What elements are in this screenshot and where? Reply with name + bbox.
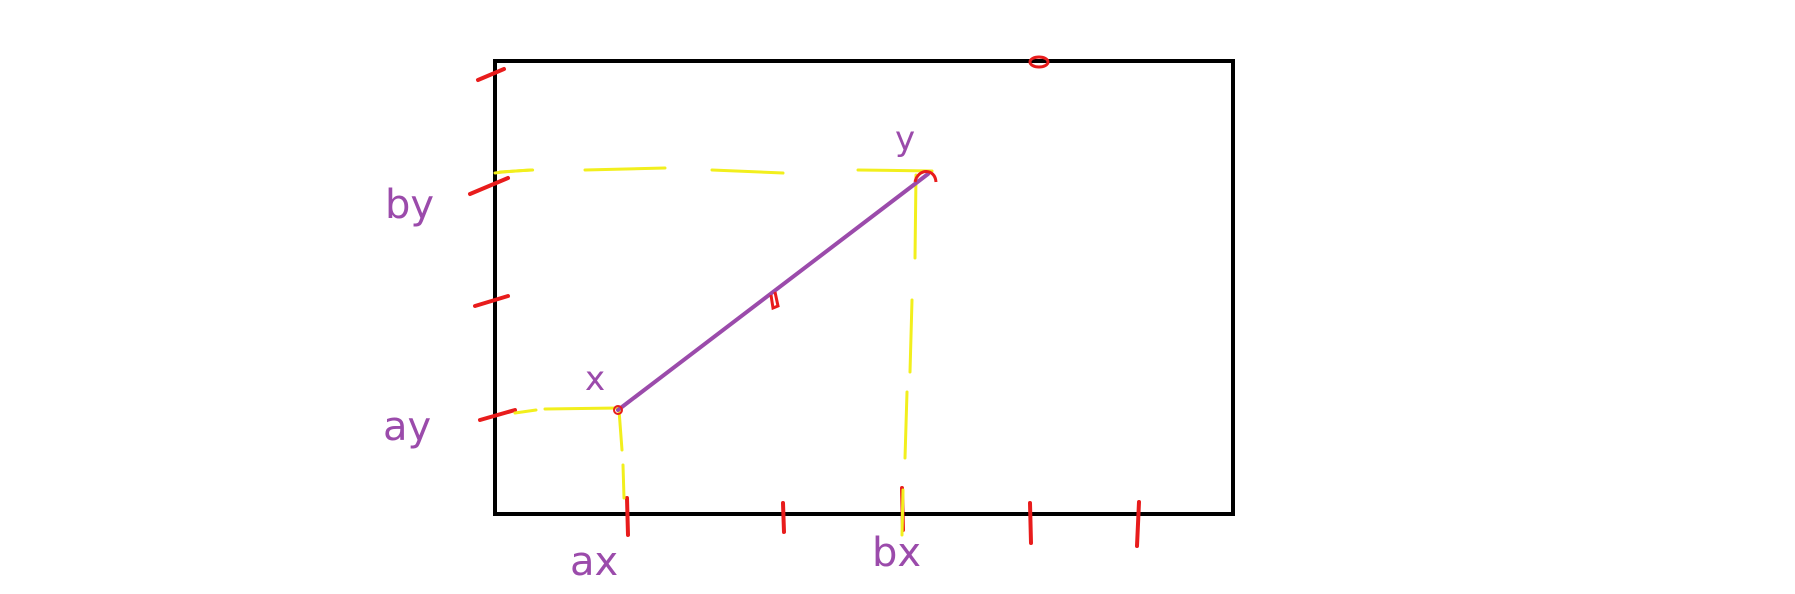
guide-ay-dash-2 [543, 406, 620, 411]
left-tick-2 [468, 176, 510, 196]
bottom-tick-2 [781, 501, 786, 534]
left-tick-1 [476, 67, 506, 82]
midpoint-marker [769, 291, 780, 311]
guide-lines [493, 166, 934, 537]
bottom-tick-4 [1028, 501, 1033, 545]
bottom-tick-1 [625, 496, 630, 537]
guide-by-dash-3 [710, 168, 785, 175]
left-tick-4 [478, 408, 517, 422]
guide-ay-dash-1 [513, 408, 538, 415]
bottom-tick-5 [1135, 500, 1141, 548]
frame-rectangle [493, 59, 1235, 516]
label-bx: bx [872, 530, 921, 576]
top-edge-mark [1028, 55, 1050, 69]
point-a-marker [613, 405, 623, 415]
point-b-marker [913, 170, 938, 183]
label-ay: ay [383, 404, 431, 450]
guide-bx-dash-4 [900, 488, 905, 537]
left-ticks [468, 67, 517, 422]
guide-by-dash-2 [583, 166, 667, 172]
left-tick-3 [473, 294, 510, 308]
guide-bx-dash-3 [903, 390, 909, 460]
label-point-a: x [585, 359, 605, 399]
guide-ax-dash-2 [621, 463, 626, 500]
label-ax: ax [570, 539, 618, 585]
label-by: by [385, 182, 434, 228]
guide-by-dash-4 [856, 168, 934, 173]
segment-a-b [616, 172, 930, 412]
guide-by-dash-1 [498, 168, 532, 174]
guide-bx-dash-1 [913, 173, 918, 260]
label-point-b: y [895, 119, 915, 159]
guide-ax-dash-1 [617, 408, 624, 452]
guide-bx-dash-2 [908, 298, 914, 374]
